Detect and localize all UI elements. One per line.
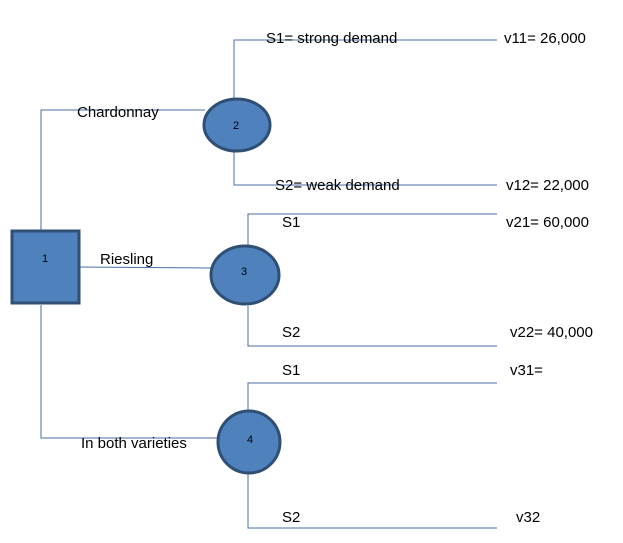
branch-label-both: In both varieties xyxy=(81,435,187,452)
decision-node-1-label: 1 xyxy=(42,253,48,265)
payoff-label-v12: v12= 22,000 xyxy=(506,177,589,194)
outcome-line-n4-s1 xyxy=(247,382,497,410)
chance-node-2 xyxy=(202,97,272,153)
state-label-n3-s2: S2 xyxy=(282,324,301,341)
payoff-label-v32: v32 xyxy=(516,509,541,526)
decision-node-1 xyxy=(10,229,81,305)
payoff-label-v31: v31= xyxy=(510,362,543,379)
branch-label-riesling: Riesling xyxy=(100,251,154,268)
branch-chardonnay-line xyxy=(40,109,205,231)
chance-node-3 xyxy=(209,244,281,306)
branch-both-line xyxy=(40,305,219,439)
payoff-label-v21: v21= 60,000 xyxy=(506,214,589,231)
outcome-line-n3-s1 xyxy=(247,213,497,245)
payoff-label-v22: v22= 40,000 xyxy=(510,324,593,341)
branch-label-chardonnay: Chardonnay xyxy=(77,104,159,121)
outcome-line-n2-s2 xyxy=(233,150,497,186)
state-label-n4-s1: S1 xyxy=(282,362,301,379)
chance-node-2-label: 2 xyxy=(233,120,239,132)
branch-riesling-line xyxy=(78,266,212,269)
state-label-n4-s2: S2 xyxy=(282,509,301,526)
chance-node-4 xyxy=(216,409,282,475)
chance-node-3-label: 3 xyxy=(241,266,247,278)
state-label-n3-s1: S1 xyxy=(282,214,301,231)
state-label-n2-s1: S1= strong demand xyxy=(266,30,398,47)
outcome-line-n2-s1 xyxy=(233,39,497,100)
chance-node-4-label: 4 xyxy=(247,434,253,446)
outcome-line-n3-s2 xyxy=(247,306,497,347)
state-label-n2-s2: S2= weak demand xyxy=(275,177,400,194)
outcome-line-n4-s2 xyxy=(247,474,497,529)
payoff-label-v11: v11= 26,000 xyxy=(504,30,586,47)
